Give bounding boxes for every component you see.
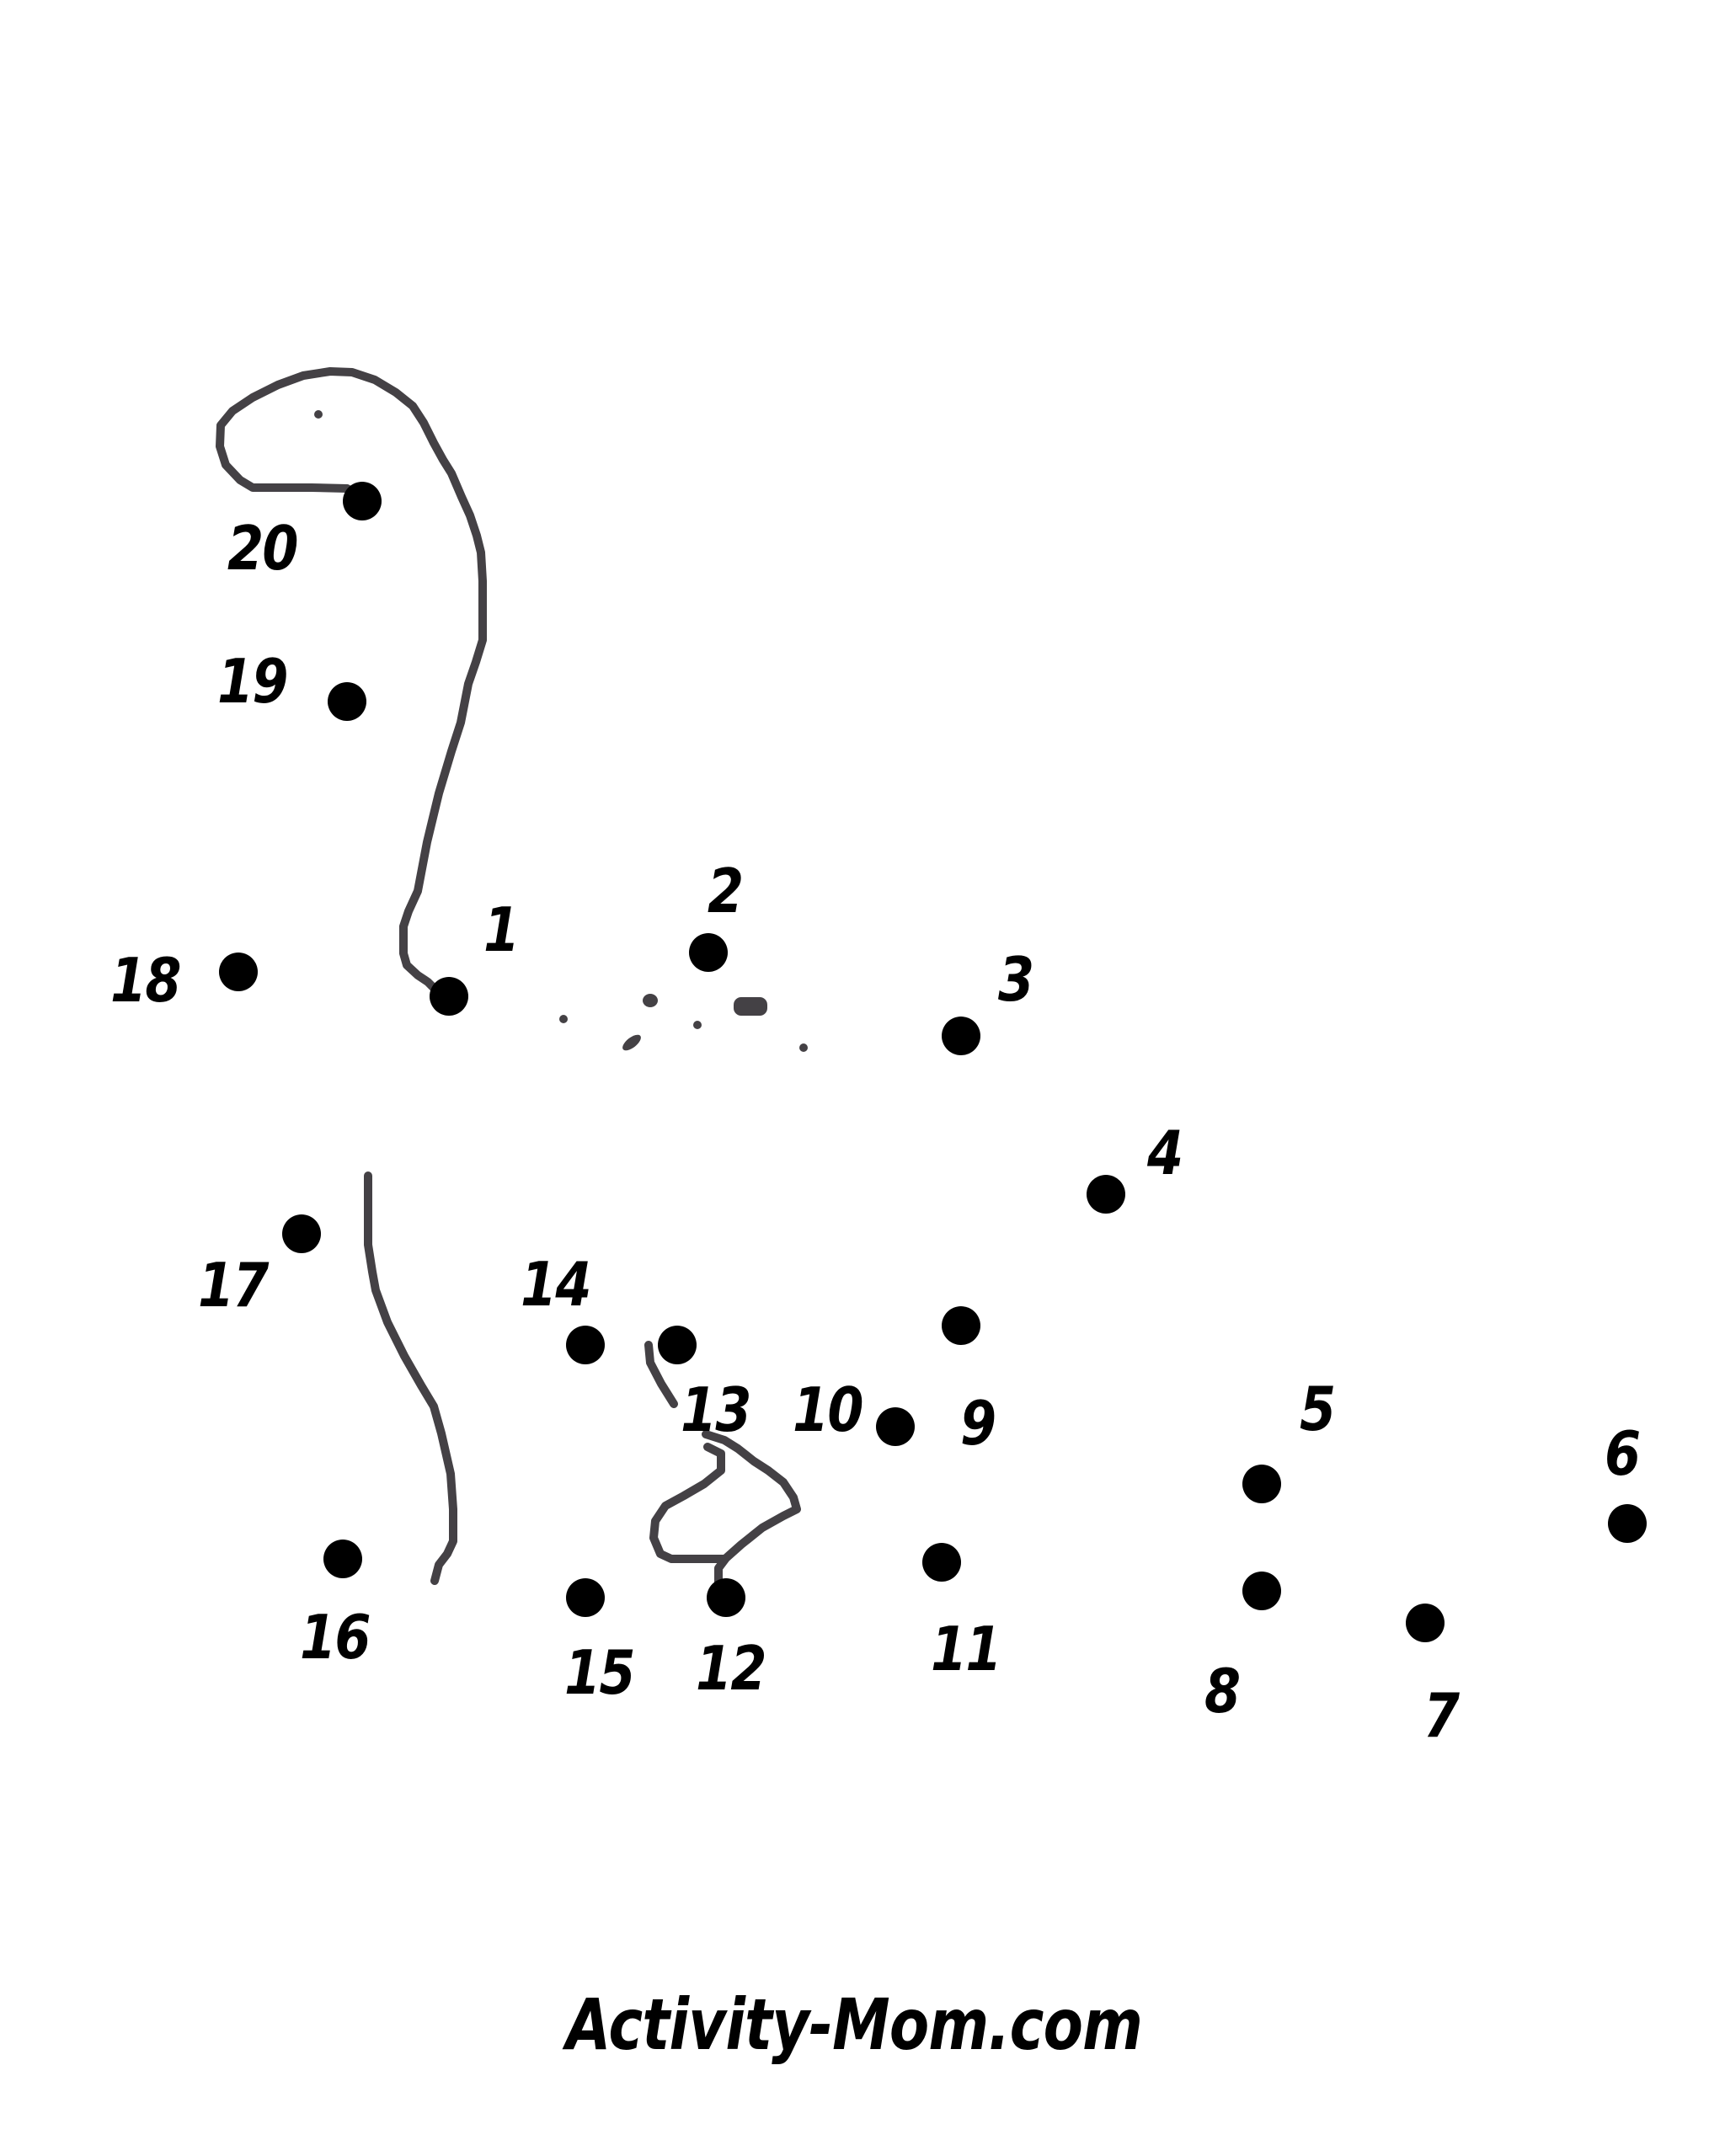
dot-label-11: 11 — [931, 1614, 1001, 1684]
dot-label-12: 12 — [696, 1633, 766, 1704]
foot-outline-bottom — [649, 1443, 729, 1563]
dot-5[interactable] — [1242, 1465, 1281, 1503]
dot-label-8: 8 — [1204, 1656, 1241, 1726]
dot-label-9: 9 — [960, 1388, 996, 1459]
decorative-specks — [314, 410, 808, 1052]
back-leg-stroke — [644, 1341, 678, 1408]
head-neck-outline — [216, 367, 487, 995]
foot-outline-top — [702, 1430, 801, 1589]
dot-6[interactable] — [1608, 1504, 1647, 1543]
dot-label-16: 16 — [300, 1602, 371, 1673]
dot-15[interactable] — [566, 1578, 605, 1617]
dot-label-17: 17 — [198, 1250, 269, 1321]
dot-16[interactable] — [323, 1540, 362, 1578]
dot-label-1: 1 — [483, 894, 520, 965]
dot-label-4: 4 — [1147, 1118, 1183, 1188]
dot-label-14: 14 — [521, 1249, 591, 1320]
site-watermark: Activity-Mom.com — [566, 1983, 1143, 2066]
dot-11[interactable] — [922, 1543, 961, 1582]
dot-label-18: 18 — [110, 945, 181, 1016]
dot-label-5: 5 — [1300, 1374, 1336, 1444]
dot-3[interactable] — [942, 1017, 980, 1055]
leg-outline — [364, 1171, 457, 1585]
dinosaur-sketch-lines — [216, 367, 801, 1589]
dot-2[interactable] — [689, 933, 728, 972]
dot-label-19: 19 — [217, 646, 288, 717]
dot-9[interactable] — [942, 1306, 980, 1345]
dot-label-15: 15 — [564, 1637, 635, 1708]
dot-7[interactable] — [1406, 1604, 1445, 1642]
dot-label-3: 3 — [998, 944, 1034, 1015]
dot-label-6: 6 — [1605, 1418, 1641, 1489]
dot-4[interactable] — [1087, 1175, 1125, 1214]
dinosaur-eye — [314, 410, 323, 419]
dot-label-7: 7 — [1423, 1680, 1460, 1751]
dot-label-10: 10 — [793, 1374, 863, 1445]
dot-19[interactable] — [328, 682, 366, 721]
dot-12[interactable] — [707, 1578, 745, 1617]
dot-label-2: 2 — [708, 856, 744, 926]
dot-20[interactable] — [343, 482, 382, 520]
dot-8[interactable] — [1242, 1572, 1281, 1610]
dot-label-20: 20 — [227, 513, 298, 584]
dot-18[interactable] — [219, 953, 258, 991]
dots-layer — [219, 482, 1647, 1642]
dot-10[interactable] — [876, 1407, 915, 1446]
dot-17[interactable] — [282, 1214, 321, 1253]
dot-14[interactable] — [566, 1326, 605, 1364]
dot-13[interactable] — [658, 1326, 697, 1364]
dot-label-13: 13 — [681, 1374, 751, 1445]
dot-1[interactable] — [430, 977, 468, 1016]
